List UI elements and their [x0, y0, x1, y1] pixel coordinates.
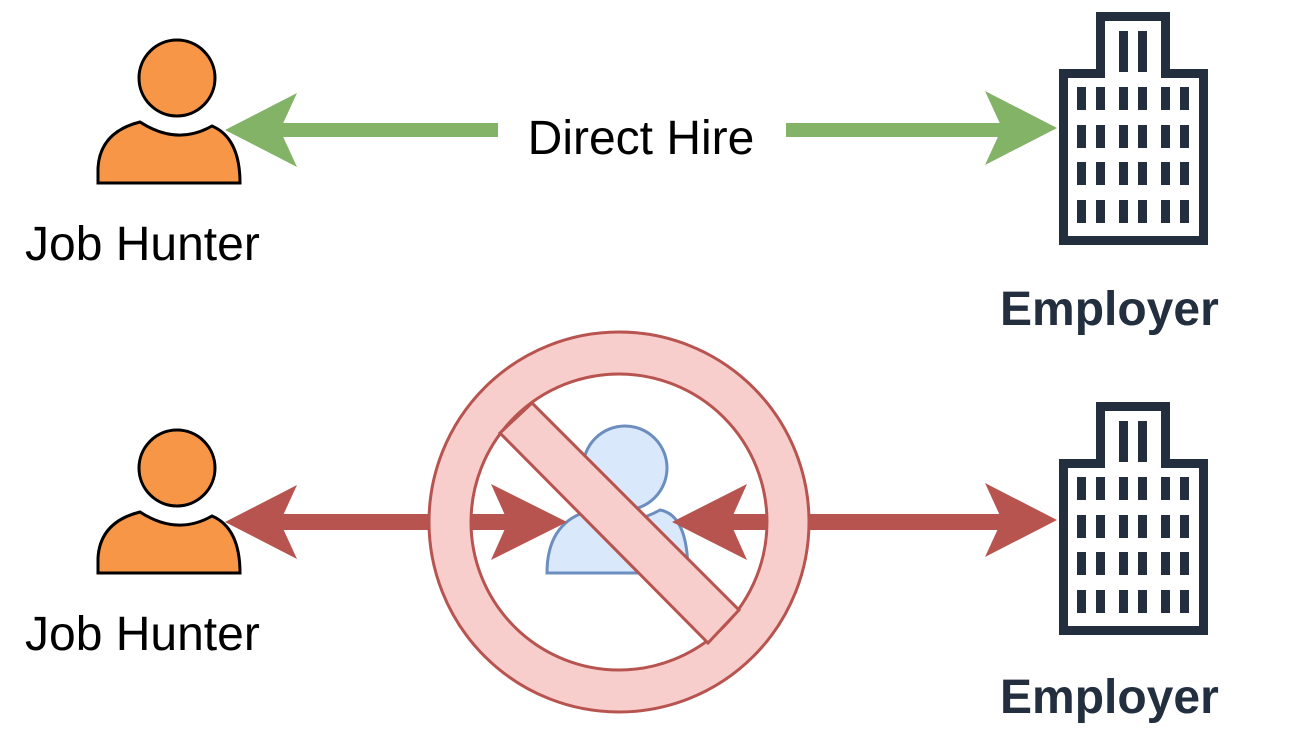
employer-bottom: Employer	[1000, 402, 1219, 724]
direct-hire-label: Direct Hire	[528, 112, 755, 165]
arrowhead-left	[225, 93, 297, 167]
arrowhead-left	[672, 484, 747, 560]
person-icon	[96, 428, 242, 575]
employer-label: Employer	[1000, 283, 1219, 336]
arrowhead-right	[985, 91, 1057, 165]
job-hunter-label: Job Hunter	[25, 608, 260, 661]
arrowhead-right	[985, 483, 1057, 557]
arrow-left-red	[225, 484, 567, 560]
arrowhead-left	[225, 485, 297, 559]
prohibited-sign-icon	[427, 330, 811, 714]
job-hunter-label: Job Hunter	[25, 218, 260, 271]
job-hunter-top: Job Hunter	[25, 38, 260, 271]
direct-hire-arrow: Direct Hire	[225, 91, 1057, 167]
job-hunter-bottom: Job Hunter	[25, 428, 260, 661]
employer-label: Employer	[1000, 671, 1219, 724]
person-icon	[96, 38, 242, 185]
arrowhead-right	[491, 484, 567, 560]
building-icon	[1059, 402, 1208, 635]
building-icon	[1059, 12, 1208, 245]
arrow-right-red	[672, 483, 1057, 560]
employer-top: Employer	[1000, 12, 1219, 336]
